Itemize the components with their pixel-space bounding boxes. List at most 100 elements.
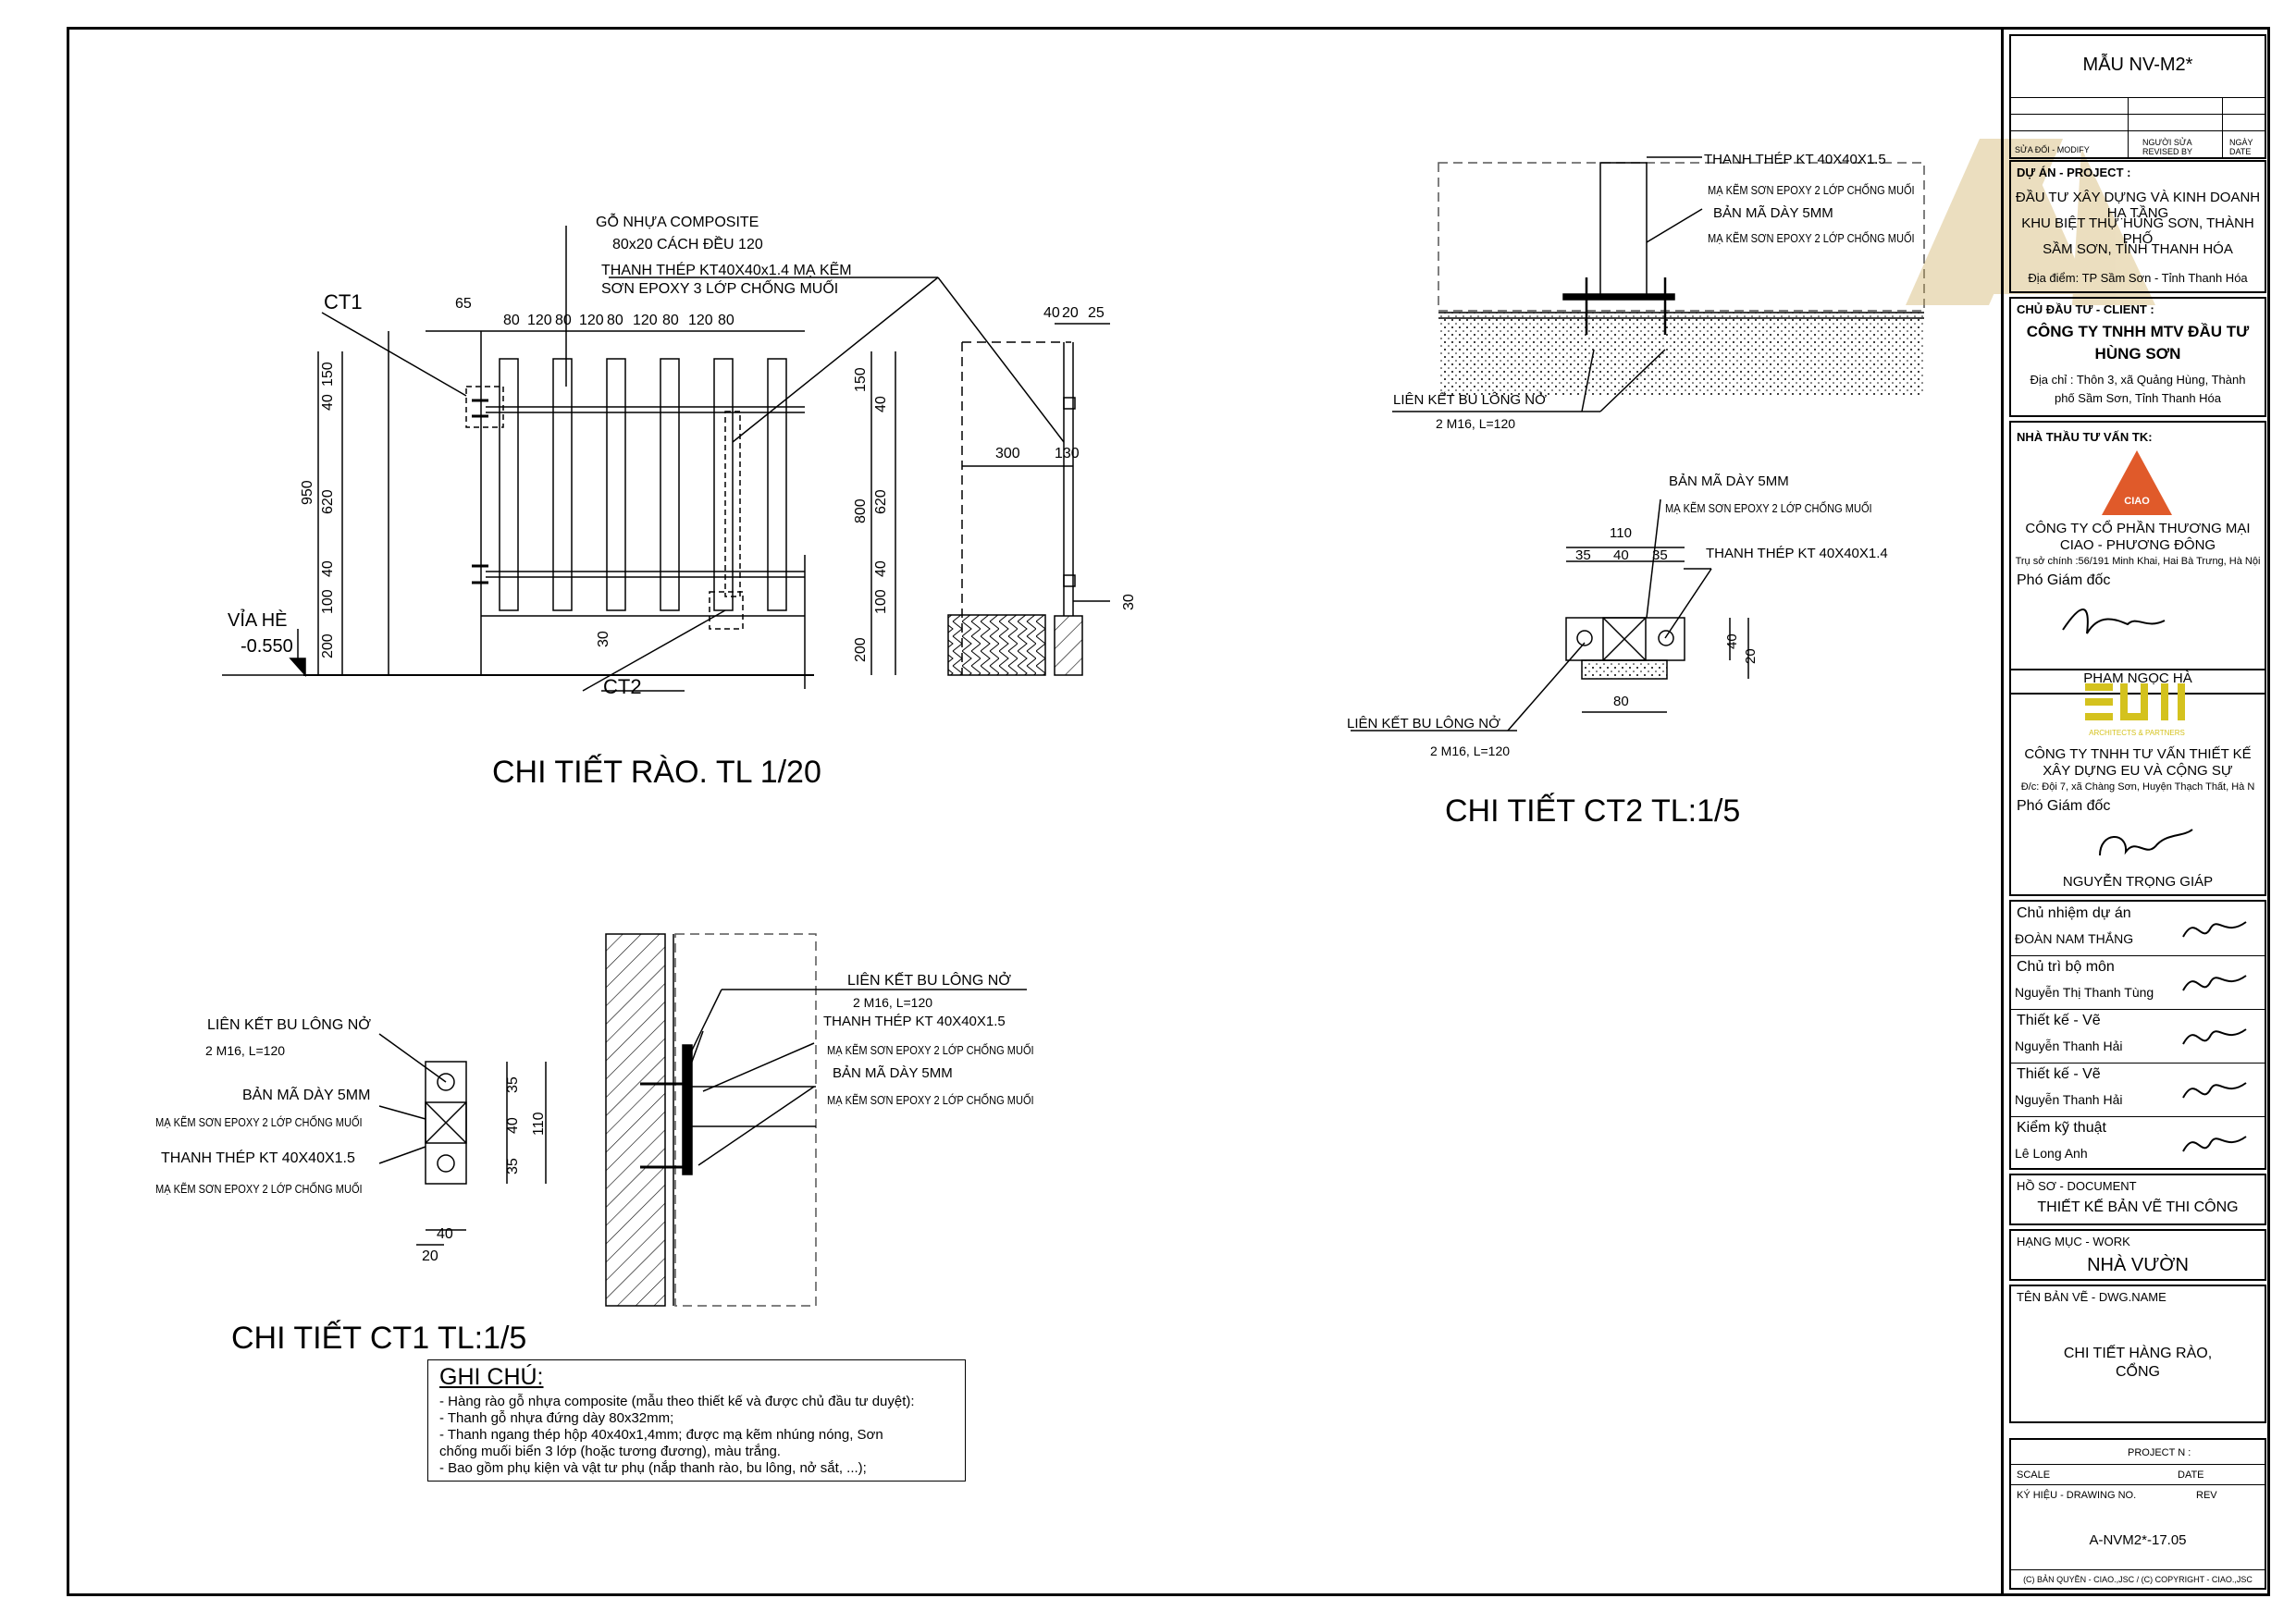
consultant2-name: CÔNG TY TNHH TƯ VẤN THIẾT KẾ — [2024, 746, 2252, 762]
eu-logo: ARCHITECTS & PARTNERS — [2085, 683, 2185, 737]
ct1-label: MẠ KẼM SƠN EPOXY 2 LỚP CHỐNG MUỐI — [155, 1115, 363, 1129]
client-name: CÔNG TY TNHH MTV ĐẦU TƯ — [2026, 323, 2250, 340]
signer-role: Thiết kế - Vẽ — [2017, 1066, 2101, 1082]
dim-label: 100 — [873, 589, 889, 614]
ct2-tag: CT2 — [603, 675, 642, 698]
signer-role: Chủ nhiệm dự án — [2017, 905, 2131, 921]
signer-row: Kiểm kỹ thuật Lê Long Anh — [2011, 1116, 2265, 1168]
sidewalk-level: -0.550 — [241, 636, 293, 657]
svg-text:ARCHITECTS & PARTNERS: ARCHITECTS & PARTNERS — [2089, 729, 2185, 737]
dim-label: 150 — [320, 362, 336, 387]
note-line: - Thanh ngang thép hộp 40x40x1,4mm; được… — [439, 1427, 883, 1443]
signature — [2182, 975, 2247, 991]
ct1-side-label: LIÊN KẾT BU LÔNG NỞ — [847, 973, 1012, 989]
signer-row: Chủ trì bộ môn Nguyễn Thị Thanh Tùng — [2011, 955, 2265, 1010]
watermark-logo — [1906, 139, 2155, 305]
dim-label: 120 — [579, 313, 604, 328]
ct2-bolt-spec: 2 M16, L=120 — [1436, 416, 1516, 431]
signer-row: Thiết kế - Vẽ Nguyễn Thanh Hải — [2011, 1009, 2265, 1064]
client-box: CHỦ ĐẦU TƯ - CLIENT : CÔNG TY TNHH MTV Đ… — [2009, 297, 2266, 417]
consultant1-name: CÔNG TY CỔ PHẦN THƯƠNG MẠI — [2025, 521, 2251, 536]
document-box: HỒ SƠ - DOCUMENT THIẾT KẾ BẢN VẼ THI CÔN… — [2009, 1174, 2266, 1225]
document-value: THIẾT KẾ BẢN VẼ THI CÔNG — [2037, 1199, 2239, 1215]
svg-text:CIAO: CIAO — [2124, 496, 2150, 507]
dim-label: 80 — [662, 313, 679, 328]
consultant1-name: CIAO - PHƯƠNG ĐÔNG — [2059, 537, 2216, 553]
client-label: CHỦ ĐẦU TƯ - CLIENT : — [2017, 302, 2154, 316]
ct1-label: 2 M16, L=120 — [205, 1043, 286, 1058]
dim-label: 35 — [505, 1076, 521, 1093]
dim-label: 100 — [320, 589, 336, 614]
document-label: HỒ SƠ - DOCUMENT — [2017, 1179, 2137, 1193]
title-block: MẪU NV-M2* SỬA ĐỔI - MODIFY NGƯỜI SỬA RE… — [2001, 27, 2270, 1596]
dim-label: 620 — [320, 489, 336, 514]
fence-elevation — [222, 226, 1065, 692]
ct1-side-label: BẢN MÃ DÀY 5MM — [833, 1065, 953, 1081]
client-name: HÙNG SƠN — [2094, 345, 2181, 363]
signer-role: Thiết kế - Vẽ — [2017, 1013, 2101, 1028]
dim-label: 130 — [1055, 446, 1080, 461]
signer-name: Nguyễn Thanh Hải — [2015, 1092, 2123, 1107]
callout-wood: GỖ NHỰA COMPOSITE — [596, 215, 759, 230]
dim-label: 40 — [1043, 305, 1060, 321]
dim-label: 150 — [853, 367, 869, 392]
dim-label: 80 — [607, 313, 623, 328]
sidewalk-label: VỈA HÈ — [228, 610, 288, 631]
dim-label: 40 — [1724, 633, 1740, 649]
project-no-label: PROJECT N : — [2128, 1447, 2191, 1458]
dim-label: 40 — [873, 560, 889, 577]
ct2-bolt-label: LIÊN KẾT BU LÔNG NỞ — [1393, 392, 1547, 408]
ct1-label: MẠ KẼM SƠN EPOXY 2 LỚP CHỐNG MUỐI — [155, 1182, 363, 1196]
dim-label: 120 — [633, 313, 658, 328]
note-line: chống muối biển 3 lớp (hoặc tương đương)… — [439, 1444, 781, 1459]
ct2-label: THANH THÉP KT 40X40X1.5 — [1704, 152, 1886, 167]
consultant1-box: NHÀ THẦU TƯ VẤN TK: CIAO CÔNG TY CỔ PHẦN… — [2009, 421, 2266, 695]
ct2-plan-bolt: LIÊN KẾT BU LÔNG NỞ — [1347, 716, 1500, 732]
consultant2-person: NGUYỄN TRỌNG GIÁP — [2062, 874, 2214, 890]
signer-role: Kiểm kỹ thuật — [2017, 1120, 2106, 1136]
revision-box: MẪU NV-M2* SỬA ĐỔI - MODIFY NGƯỜI SỬA RE… — [2009, 34, 2266, 159]
composite-picket — [713, 358, 734, 611]
dim-label: 20 — [1062, 305, 1079, 321]
work-label: HẠNG MỤC - WORK — [2017, 1235, 2130, 1248]
ct2-label: MẠ KẼM SƠN EPOXY 2 LỚP CHỐNG MUỐI — [1708, 183, 1915, 197]
ct1-label: BẢN MÃ DÀY 5MM — [242, 1088, 371, 1103]
project-line: KHU BIỆT THỰ HÙNG SƠN, THÀNH PHỐ — [2021, 215, 2254, 247]
project-location: Địa điểm: TP Sầm Sơn - Tỉnh Thanh Hóa — [2028, 271, 2248, 285]
consultant2-name: XÂY DỰNG EU VÀ CỘNG SỰ — [2043, 763, 2233, 779]
note-line: - Thanh gỗ nhựa đứng dày 80x32mm; — [439, 1410, 674, 1426]
work-value: NHÀ VƯỜN — [2087, 1255, 2189, 1275]
dim-label: 35 — [505, 1158, 521, 1174]
copyright: (C) BẢN QUYỀN - CIAO.,JSC / (C) COPYRIGH… — [2023, 1575, 2253, 1584]
composite-picket — [606, 358, 626, 611]
dwg-name: CỔNG — [2116, 1364, 2160, 1380]
drawing-frame — [67, 27, 2270, 1596]
composite-picket — [660, 358, 680, 611]
rev-col-by: NGƯỜI SỬA REVISED BY — [2142, 138, 2193, 156]
dim-label: 40 — [873, 396, 889, 412]
dim-label: 35 — [1652, 547, 1668, 563]
dim-label: 40 — [320, 560, 336, 577]
dim-label: 30 — [596, 631, 611, 647]
dim-label: 25 — [1088, 305, 1105, 321]
dim-label: 80 — [718, 313, 734, 328]
callout-wood: 80x20 CÁCH ĐỀU 120 — [612, 237, 763, 252]
dwg-name-box: TÊN BẢN VẼ - DWG.NAME CHI TIẾT HÀNG RÀO,… — [2009, 1285, 2266, 1423]
dim-label: 120 — [527, 313, 552, 328]
ct2-plan — [1351, 498, 1749, 732]
ct1-side-label: MẠ KẼM SƠN EPOXY 2 LỚP CHỐNG MUỐI — [827, 1043, 1034, 1057]
signature — [2182, 1028, 2247, 1045]
dim-label: 120 — [688, 313, 713, 328]
ct2-plan-label: THANH THÉP KT 40X40X1.4 — [1706, 546, 1888, 561]
signature — [2182, 921, 2247, 938]
work-box: HẠNG MỤC - WORK NHÀ VƯỜN — [2009, 1229, 2266, 1281]
signature — [2182, 1082, 2247, 1099]
composite-picket — [499, 358, 519, 611]
dim-label: 40 — [320, 394, 336, 411]
dim-label: 80 — [1613, 694, 1629, 709]
dim-label: 80 — [555, 313, 572, 328]
rev-col-modify: SỬA ĐỔI - MODIFY — [2015, 145, 2090, 154]
dim-label: 200 — [320, 633, 336, 658]
dim-label: 40 — [437, 1226, 453, 1242]
